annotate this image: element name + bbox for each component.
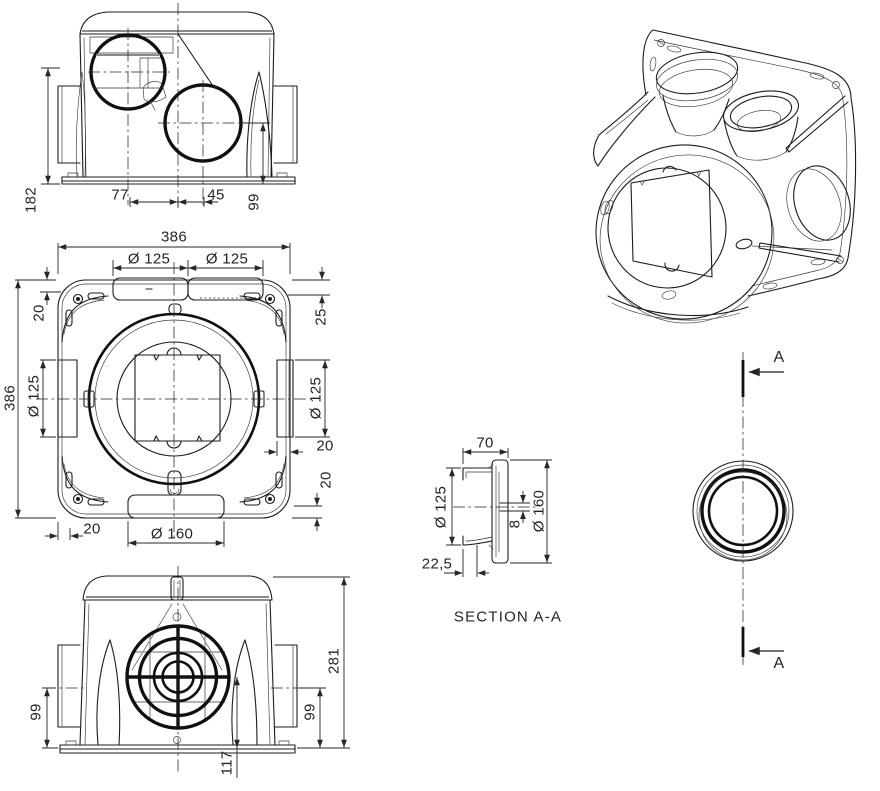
dim-bottom-height-99-right: 99 [301,703,319,721]
dim-plan-offset-20-tl: 20 [30,304,48,322]
dim-front-height-182: 182 [22,187,40,213]
dim-plan-offset-20-r2: 20 [317,471,335,489]
cut-plane-label-bottom: A [773,655,785,672]
dim-bottom-height-281: 281 [325,648,343,674]
front-view-drawing [41,3,298,208]
dim-bottom-height-99-left: 99 [27,703,45,721]
cut-plane-drawing [692,352,794,668]
section-title: SECTION A-A [453,608,563,626]
dim-front-offset-45: 45 [207,186,225,204]
dim-plan-width-386: 386 [161,228,187,246]
dim-plan-dia125-left: Ø 125 [25,374,43,418]
plan-view-drawing [15,243,330,547]
dim-section-step-8: 8 [506,519,524,529]
dim-plan-dia125-top-left: Ø 125 [127,250,171,268]
dim-plan-dia160-bottom: Ø 160 [150,525,194,543]
dim-plan-dia125-right: Ø 125 [307,376,325,420]
dim-plan-dia125-top-right: Ø 125 [205,250,249,268]
dim-section-dia160: Ø 160 [530,489,548,533]
dim-section-depth-70: 70 [476,434,494,452]
dim-plan-offset-20-r1: 20 [316,437,334,455]
bottom-view-drawing [42,566,350,778]
dim-plan-offset-20-bl: 20 [83,520,101,538]
dim-front-offset-77: 77 [111,186,129,204]
section-view-drawing [444,448,552,577]
dim-section-offset-22-5: 22,5 [421,555,453,573]
dim-bottom-offset-117: 117 [218,750,236,776]
dim-front-height-99: 99 [245,193,263,211]
isometric-view-drawing [593,29,857,324]
cut-plane-label-top: A [773,349,785,366]
dim-plan-depth-386: 386 [1,385,19,411]
dim-plan-offset-25-tr: 25 [312,308,330,326]
dim-section-dia125: Ø 125 [432,485,450,529]
